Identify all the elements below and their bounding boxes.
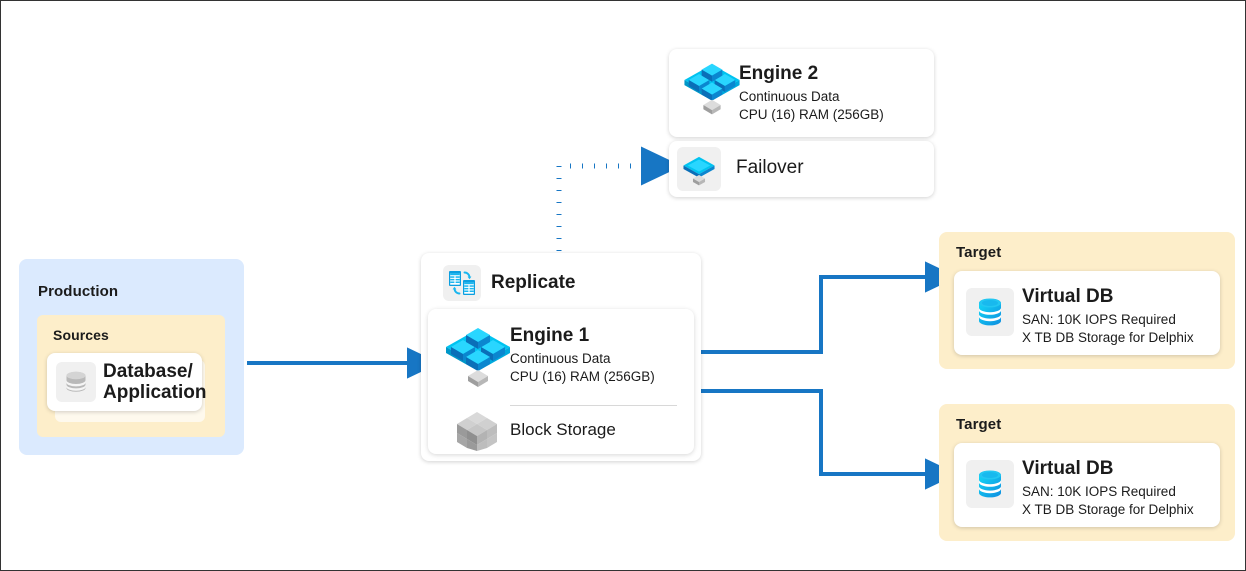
virtual-db-line2-1: X TB DB Storage for Delphix (1022, 330, 1194, 345)
delphix-engine-icon (681, 57, 743, 115)
engine1-line2: CPU (16) RAM (256GB) (510, 369, 655, 384)
replicate-engine1-panel: Replicate (421, 253, 701, 461)
source-card-title-line1: Database/ (103, 361, 193, 382)
virtual-db-icon (966, 288, 1014, 336)
engine1-divider (510, 405, 677, 406)
engine2-line2: CPU (16) RAM (256GB) (739, 107, 884, 122)
failover-engine-icon (677, 147, 721, 191)
virtual-db-line1-1: SAN: 10K IOPS Required (1022, 312, 1176, 327)
failover-label: Failover (736, 157, 804, 178)
block-storage-icon (454, 409, 500, 451)
arrow-engine1-to-target1 (701, 261, 958, 354)
engine1-line1: Continuous Data (510, 351, 611, 366)
virtual-db-line2-2: X TB DB Storage for Delphix (1022, 502, 1194, 517)
sources-label: Sources (53, 327, 109, 343)
source-card-database-application[interactable]: Database/ Application (47, 353, 206, 411)
target-label-2: Target (956, 416, 1002, 433)
engine1-card[interactable]: Engine 1 Continuous Data CPU (16) RAM (2… (428, 309, 694, 454)
target-group-1: Target Virtu (939, 232, 1235, 369)
replicate-label: Replicate (491, 272, 576, 293)
production-group: Production Sources Database/ Ap (19, 259, 244, 455)
target-group-2: Target Virtu (939, 404, 1235, 541)
sources-group: Sources Database/ Application (37, 315, 225, 437)
virtual-db-icon (966, 460, 1014, 508)
virtual-db-line1-2: SAN: 10K IOPS Required (1022, 484, 1176, 499)
arrow-replicate-to-failover (556, 146, 682, 251)
replicate-icon (443, 265, 481, 301)
engine2-title: Engine 2 (739, 63, 819, 84)
replicate-row[interactable]: Replicate (421, 253, 701, 307)
engine2-line1: Continuous Data (739, 89, 840, 104)
target-label-1: Target (956, 244, 1002, 261)
source-card-title-line2: Application (103, 382, 207, 403)
virtual-db-card-1[interactable]: Virtual DB SAN: 10K IOPS Required X TB D… (954, 271, 1220, 355)
block-storage-label: Block Storage (510, 420, 616, 439)
source-card-title: Database/ Application (103, 361, 206, 403)
engine1-title: Engine 1 (510, 325, 590, 346)
virtual-db-card-2[interactable]: Virtual DB SAN: 10K IOPS Required X TB D… (954, 443, 1220, 527)
failover-card[interactable]: Failover (669, 141, 934, 197)
arrow-engine1-to-target2 (701, 389, 958, 490)
delphix-engine-icon (442, 321, 514, 387)
production-label: Production (38, 283, 119, 300)
database-gray-icon (56, 362, 96, 402)
virtual-db-title-1: Virtual DB (1022, 286, 1114, 307)
virtual-db-title-2: Virtual DB (1022, 458, 1114, 479)
engine2-card[interactable]: Engine 2 Continuous Data CPU (16) RAM (2… (669, 49, 934, 137)
